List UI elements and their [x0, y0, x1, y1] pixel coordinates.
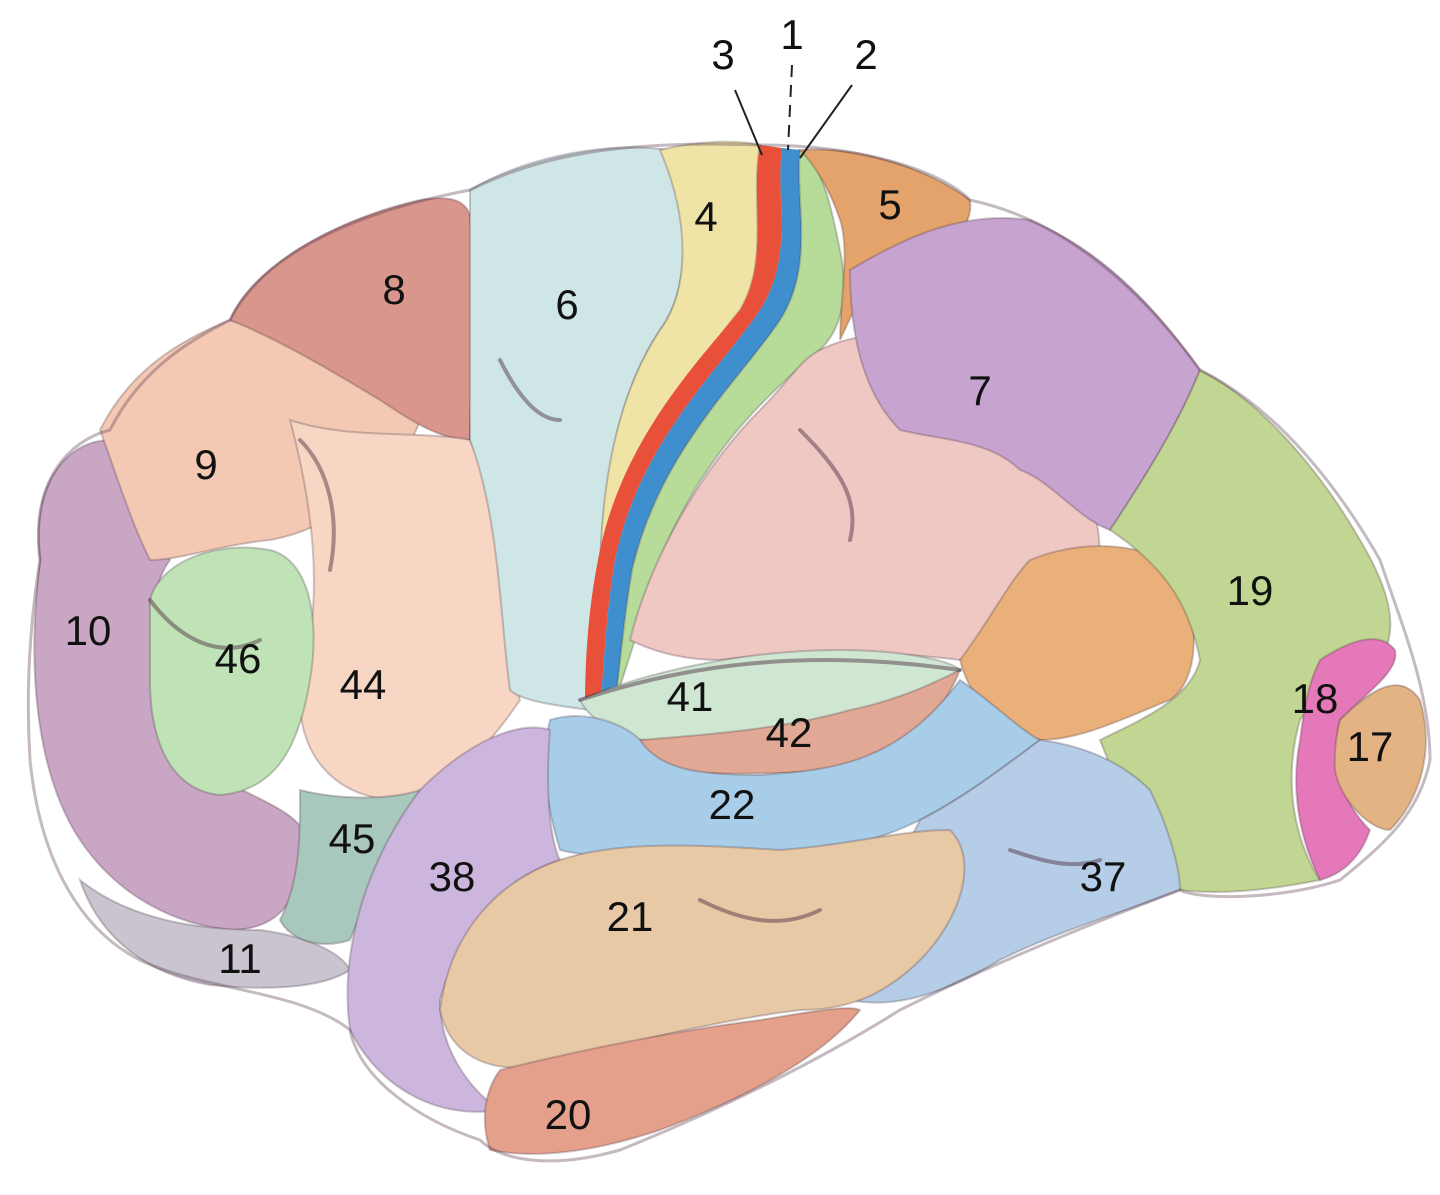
label-area-3: 3 [711, 31, 734, 78]
region-3 [585, 145, 782, 705]
label-area-21: 21 [607, 893, 654, 940]
label-area-38: 38 [429, 853, 476, 900]
region-19 [1098, 368, 1392, 893]
sulcus-line [498, 358, 562, 422]
lateral-sulcus [578, 658, 962, 702]
label-area-45: 45 [329, 815, 376, 862]
label-area-5: 5 [878, 181, 901, 228]
region-21 [438, 828, 966, 1069]
sulcus-line [698, 898, 822, 923]
label-area-42: 42 [766, 709, 813, 756]
label-area-19: 19 [1227, 567, 1274, 614]
label-area-11: 11 [218, 935, 262, 982]
region-20 [483, 1007, 862, 1155]
sulcus-line [798, 428, 855, 542]
sulcus-line [298, 438, 336, 572]
label-area-37: 37 [1080, 853, 1127, 900]
leader-line-2 [799, 84, 853, 159]
region-1 [600, 148, 802, 705]
region-46 [149, 546, 315, 797]
region-38 [346, 726, 562, 1113]
region-18 [1295, 638, 1397, 882]
label-area-10: 10 [65, 607, 112, 654]
region-17 [1333, 684, 1427, 832]
sulcus-line [1008, 848, 1102, 867]
label-area-20: 20 [545, 1091, 592, 1138]
label-area-41: 41 [667, 673, 714, 720]
label-area-2: 2 [854, 31, 877, 78]
leader-line-3 [734, 89, 763, 156]
sulcus-line [148, 598, 262, 650]
label-area-8: 8 [382, 266, 405, 313]
label-area-22: 22 [709, 781, 756, 828]
label-area-1: 1 [780, 11, 803, 58]
label-area-4: 4 [694, 193, 717, 240]
label-area-7: 7 [968, 367, 991, 414]
leader-line-1 [787, 64, 793, 151]
label-area-17: 17 [1347, 723, 1394, 770]
region-45 [278, 788, 422, 945]
label-area-9: 9 [194, 441, 217, 488]
label-area-18: 18 [1292, 675, 1339, 722]
brain-outline [26, 142, 1432, 1163]
label-area-46: 46 [215, 635, 262, 682]
label-area-44: 44 [340, 661, 387, 708]
label-area-6: 6 [555, 281, 578, 328]
